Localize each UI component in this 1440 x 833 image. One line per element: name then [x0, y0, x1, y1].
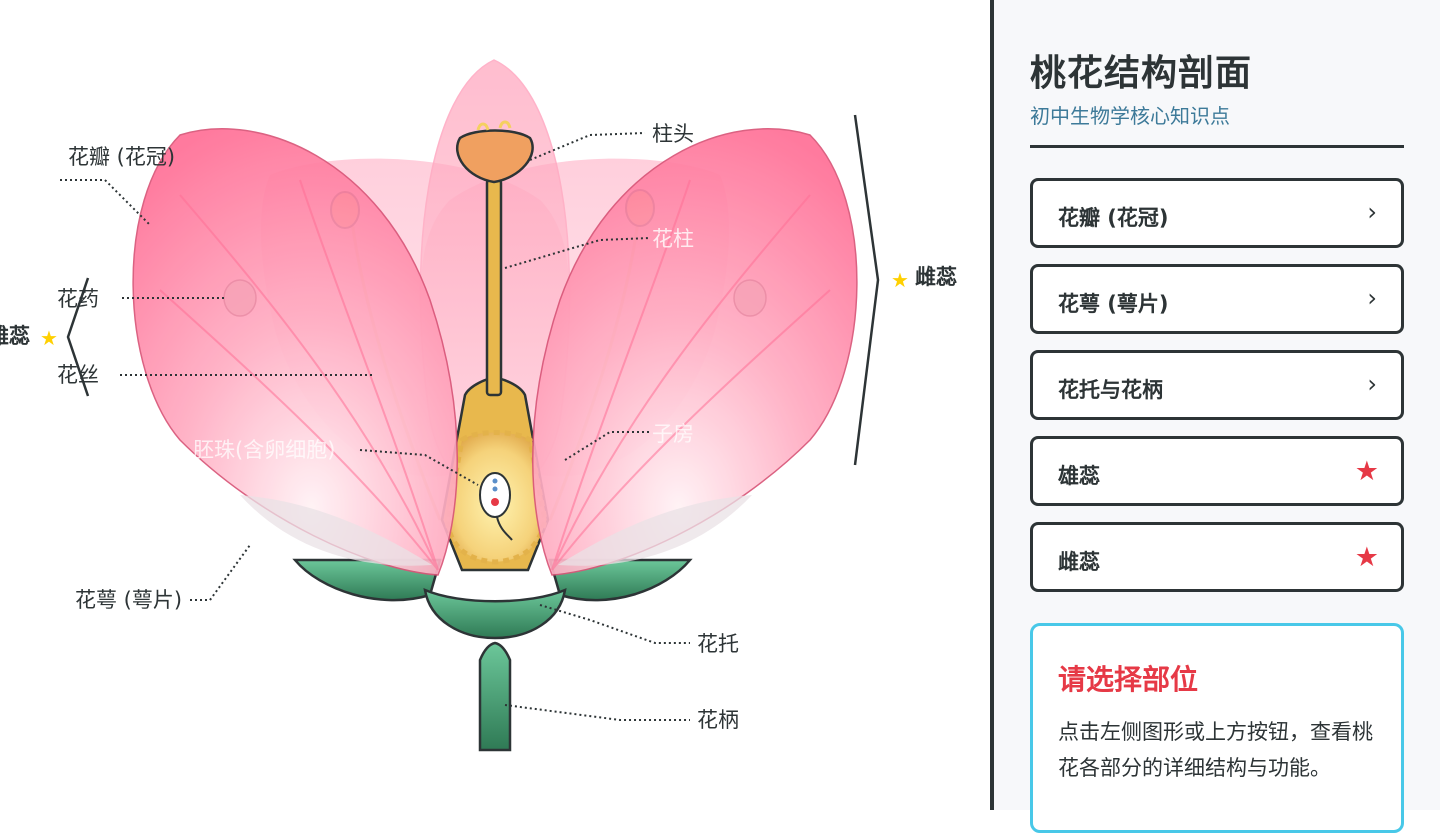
label-pedicel[interactable]: 花柄: [697, 708, 739, 732]
info-body: 点击左侧图形或上方按钮，查看桃花各部分的详细结构与功能。: [1058, 720, 1373, 780]
flower-diagram: 花瓣 (花冠) 柱头 花柱 ★ 雌蕊 花药 雄蕊 ★ 花丝 子房 胚珠(含卵细胞…: [0, 59, 957, 752]
info-title: 请选择部位: [1058, 663, 1199, 696]
label-stamen[interactable]: 雄蕊: [0, 324, 30, 348]
ovule[interactable]: [479, 472, 511, 518]
petal-button-label: 花瓣 (花冠): [1058, 206, 1169, 230]
star-icon: ★: [1354, 456, 1379, 487]
pistil-button[interactable]: 雌蕊 ★: [1030, 522, 1404, 592]
receptacle-pedicel-button[interactable]: 花托与花柄 ›: [1030, 350, 1404, 420]
pistil[interactable]: [440, 120, 550, 572]
label-receptacle[interactable]: 花托: [697, 632, 739, 656]
stamen-button-label: 雄蕊: [1058, 464, 1100, 488]
style[interactable]: [485, 178, 503, 397]
label-petal[interactable]: 花瓣 (花冠): [68, 145, 175, 169]
sepal-button[interactable]: 花萼 (萼片) ›: [1030, 264, 1404, 334]
stamen-button[interactable]: 雄蕊 ★: [1030, 436, 1404, 506]
label-ovule[interactable]: 胚珠(含卵细胞): [193, 438, 335, 462]
pistil-button-label: 雌蕊: [1058, 550, 1100, 574]
stamen-bracket: [66, 277, 90, 397]
panel-title: 桃花结构剖面: [1030, 53, 1253, 94]
leader-lines: [60, 132, 690, 721]
label-filament[interactable]: 花丝: [57, 363, 99, 387]
chevron-right-icon: ›: [1367, 284, 1377, 312]
star-pistil: ★: [891, 268, 909, 292]
sepal-button-label: 花萼 (萼片): [1058, 292, 1169, 316]
petal-button[interactable]: 花瓣 (花冠) ›: [1030, 178, 1404, 248]
stigma[interactable]: [456, 129, 534, 184]
label-sepal[interactable]: 花萼 (萼片): [75, 588, 182, 612]
petals[interactable]: [132, 128, 858, 576]
flower-svg: 花瓣 (花冠) 柱头 花柱 ★ 雌蕊 花药 雄蕊 ★ 花丝 子房 胚珠(含卵细胞…: [0, 59, 957, 752]
panel-subtitle: 初中生物学核心知识点: [1030, 104, 1230, 128]
label-stigma[interactable]: 柱头: [652, 122, 694, 146]
star-icon: ★: [1354, 542, 1379, 573]
pedicel[interactable]: [478, 641, 512, 752]
star-stamen: ★: [40, 326, 58, 350]
chevron-right-icon: ›: [1367, 198, 1377, 226]
label-style[interactable]: 花柱: [652, 227, 694, 251]
label-anther[interactable]: 花药: [57, 287, 99, 311]
info-card: 请选择部位 点击左侧图形或上方按钮，查看桃花各部分的详细结构与功能。: [1030, 623, 1404, 833]
receptacle[interactable]: [423, 587, 567, 640]
divider: [1030, 145, 1404, 148]
pistil-bracket: [853, 114, 880, 466]
chevron-right-icon: ›: [1367, 370, 1377, 398]
info-panel: 桃花结构剖面 初中生物学核心知识点 花瓣 (花冠) › 花萼 (萼片) › 花托…: [990, 0, 1440, 833]
receptacle-button-label: 花托与花柄: [1058, 378, 1163, 402]
label-ovary[interactable]: 子房: [652, 422, 694, 446]
label-pistil[interactable]: 雌蕊: [915, 265, 957, 289]
